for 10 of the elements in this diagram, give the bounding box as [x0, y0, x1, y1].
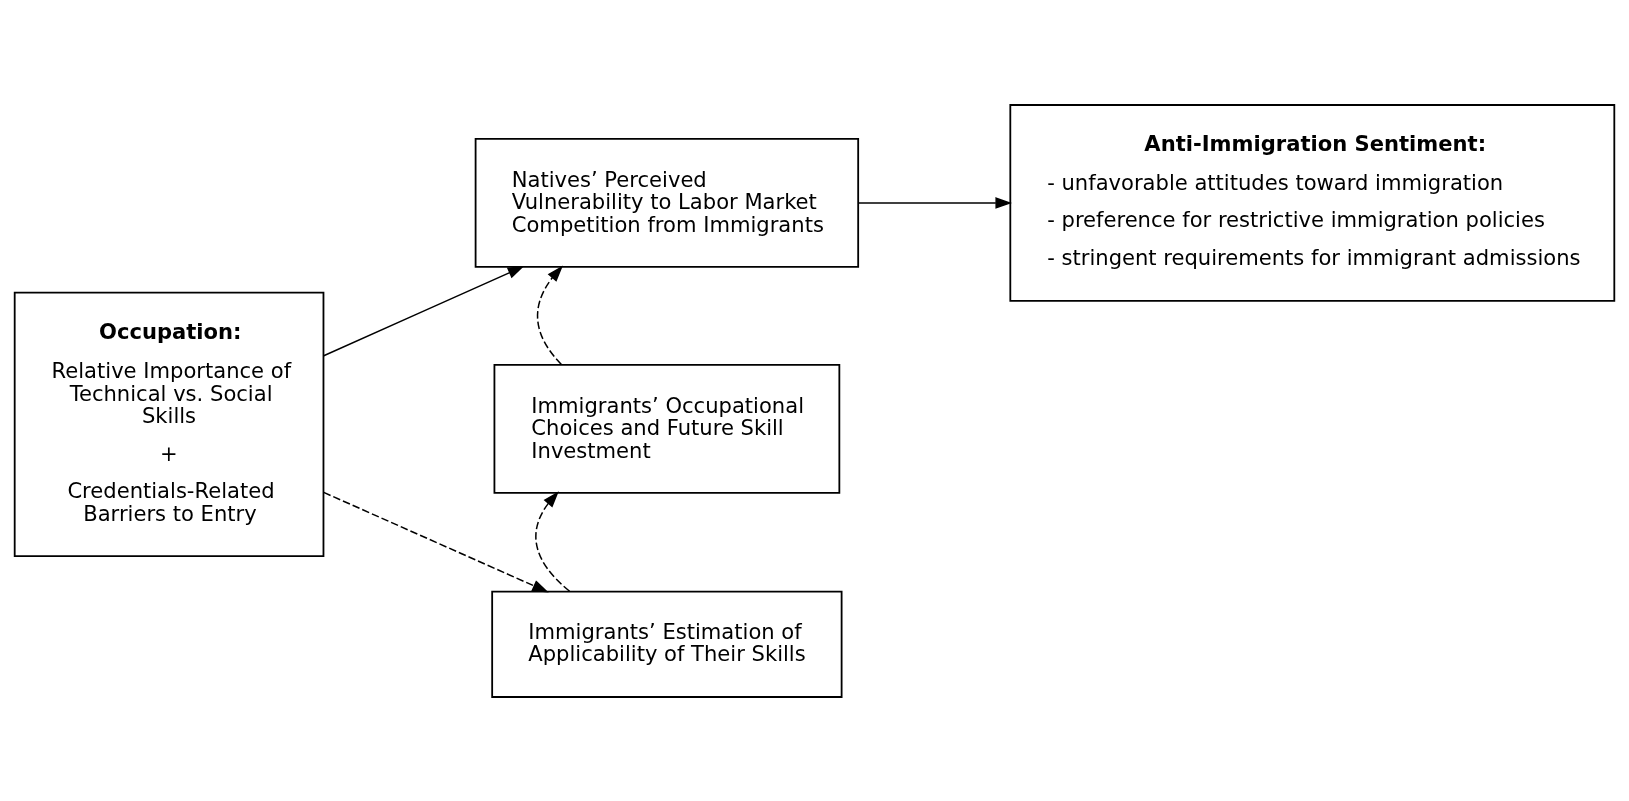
node-box: Occupation: Relative Importance of Technical vs. Social Skills + Credentials-Related Barriers to Entry [13, 291, 325, 557]
node-box: Natives’ Perceived Vulnerability to Labor Market Competition from Immigrants [474, 137, 860, 268]
node-box: Anti-Immigration Sentiment: - unfavorable attitudes toward immigration - preference for restrictive immigration policies - stringent requirements for immigrant admissions [1009, 103, 1616, 302]
arrow [857, 196, 1012, 209]
node-box: Immigrants’ Occupational Choices and Future Skill Investment [493, 363, 841, 494]
arrow [535, 490, 571, 592]
arrow [323, 491, 549, 592]
arrow [536, 265, 563, 365]
arrow [323, 265, 525, 357]
node-box: Immigrants’ Estimation of Applicability of Their Skills [491, 590, 843, 698]
